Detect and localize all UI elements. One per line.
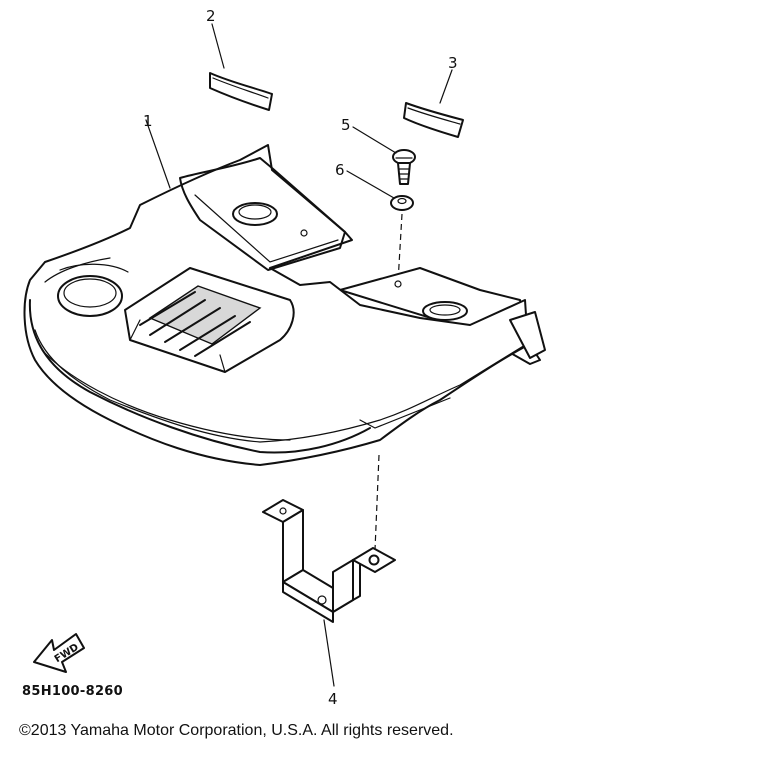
- part-4-bracket: [262, 499, 396, 623]
- callout-4: 4: [328, 690, 338, 708]
- callout-2: 2: [206, 7, 216, 25]
- drawing-code: 85H100-8260: [22, 684, 123, 699]
- assembly-line-upper: [397, 213, 403, 283]
- part-6-washer: [390, 195, 414, 211]
- callout-3: 3: [448, 54, 458, 72]
- part-1-cover: [23, 144, 546, 466]
- part-3-pad: [403, 102, 464, 138]
- part-2-pad: [209, 72, 273, 111]
- callout-6: 6: [335, 161, 345, 179]
- fwd-arrow-icon: FWD: [33, 633, 85, 673]
- callout-leaders: [145, 23, 453, 687]
- callout-1: 1: [143, 112, 153, 130]
- part-5-screw: [392, 149, 416, 185]
- copyright-notice: ©2013 Yamaha Motor Corporation, U.S.A. A…: [19, 722, 454, 739]
- assembly-line-lower: [374, 454, 380, 551]
- callout-5: 5: [341, 116, 351, 134]
